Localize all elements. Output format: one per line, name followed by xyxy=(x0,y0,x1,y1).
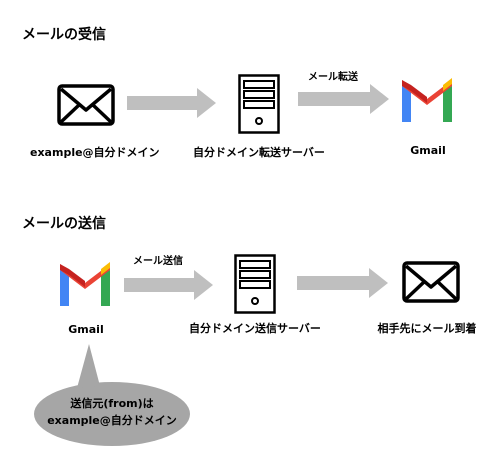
gmail-icon xyxy=(398,78,456,122)
callout-line1: 送信元(from)は xyxy=(70,397,154,410)
send-title: メールの送信 xyxy=(22,216,106,232)
server-icon xyxy=(238,74,280,134)
send-server-label: 自分ドメイン送信サーバー xyxy=(189,322,321,335)
envelope-icon xyxy=(57,84,115,126)
send-source-label: Gmail xyxy=(68,323,104,336)
gmail-icon xyxy=(56,262,114,306)
receive-arrow-label: メール転送 xyxy=(308,72,358,83)
receive-dest-label: Gmail xyxy=(410,144,446,157)
arrow-icon xyxy=(127,88,217,118)
arrow-icon xyxy=(124,270,214,300)
envelope-icon xyxy=(402,261,460,303)
send-dest-label: 相手先にメール到着 xyxy=(377,322,477,335)
receive-title: メールの受信 xyxy=(22,27,106,43)
callout-text: 送信元(from)は example@自分ドメイン xyxy=(32,395,192,429)
callout-bubble xyxy=(30,344,196,448)
server-icon xyxy=(234,254,276,314)
arrow-icon xyxy=(298,84,390,114)
send-arrow-label: メール送信 xyxy=(133,256,183,267)
receive-source-label: example@自分ドメイン xyxy=(30,146,160,159)
callout-line2: example@自分ドメイン xyxy=(47,414,177,427)
arrow-icon xyxy=(297,268,389,298)
receive-server-label: 自分ドメイン転送サーバー xyxy=(193,146,325,159)
